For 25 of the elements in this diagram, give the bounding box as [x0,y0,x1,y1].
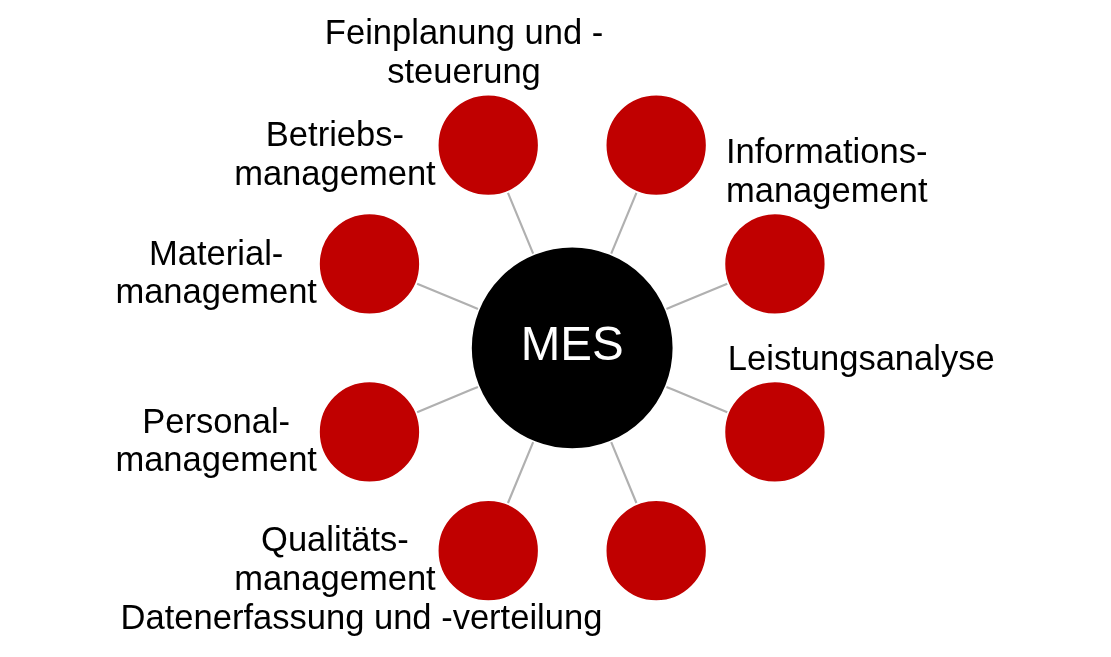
connector [665,282,728,310]
node-circle: MES [469,245,675,451]
node-label: Leistungsanalyse [727,338,995,377]
node-circle [722,212,827,316]
connector [609,441,637,504]
node-label: Datenerfassung und -verteilung [120,598,602,637]
connector [416,385,478,414]
connector [506,441,534,504]
node-circle [603,498,708,603]
connector [416,282,478,310]
node-label: Informations- management [725,132,928,209]
node-label: Betriebs- management [233,114,436,192]
node-label: Qualitäts- management [233,520,436,598]
node-circle [722,380,827,484]
node-label: Material- management [114,233,317,311]
node-circle [317,212,421,316]
node-circle [317,380,421,484]
node-label: Feinplanung und - steuerung [324,13,603,91]
node-circle [435,498,540,603]
connector [665,385,728,414]
node-circle [603,93,708,197]
node-label: Personal- management [114,401,317,479]
node-circle [435,93,540,197]
connector [506,192,534,255]
connector [609,192,637,255]
